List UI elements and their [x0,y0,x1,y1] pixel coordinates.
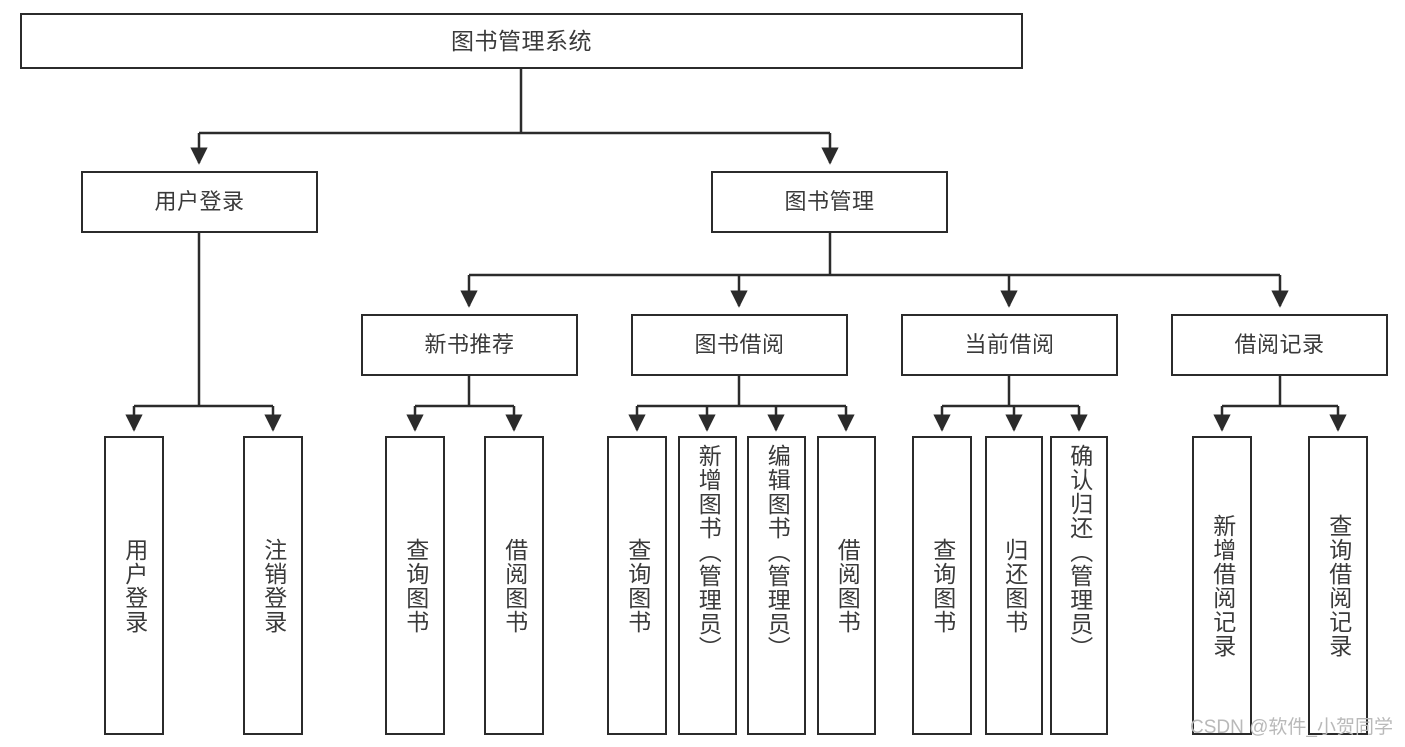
leaf-new-book-query-book[interactable]: 查询图书 [385,436,445,735]
node-label: 图书管理系统 [451,27,592,54]
node-label: 用户登录 [121,537,148,634]
node-label: 编辑图书（管理员） [764,444,791,660]
node-label: 查询借阅记录 [1325,513,1352,658]
node-label: 图书管理 [784,189,875,215]
leaf-book-borrow-borrow-book[interactable]: 借阅图书 [817,436,876,735]
leaf-book-borrow-add-book-admin[interactable]: 新增图书（管理员） [678,436,737,735]
node-label: 归还图书 [1001,537,1028,634]
leaf-new-book-borrow-book[interactable]: 借阅图书 [484,436,544,735]
node-current-borrow[interactable]: 当前借阅 [901,314,1118,376]
node-label: 借阅记录 [1234,332,1325,358]
node-new-book-recommend[interactable]: 新书推荐 [361,314,578,376]
node-label: 新增图书（管理员） [695,444,722,660]
leaf-current-borrow-query-book[interactable]: 查询图书 [912,436,972,735]
watermark-text: CSDN @软件_小贺同学 [1190,717,1393,738]
node-book-borrow[interactable]: 图书借阅 [631,314,848,376]
node-borrow-record[interactable]: 借阅记录 [1171,314,1388,376]
leaf-user-login-login[interactable]: 用户登录 [104,436,164,735]
node-label: 查询图书 [624,537,651,634]
leaf-current-borrow-return-book[interactable]: 归还图书 [985,436,1043,735]
leaf-borrow-record-add-record[interactable]: 新增借阅记录 [1192,436,1252,735]
node-label: 图书借阅 [694,332,785,358]
node-label: 借阅图书 [501,537,528,634]
node-root-book-management-system[interactable]: 图书管理系统 [20,13,1023,69]
node-book-management[interactable]: 图书管理 [711,171,948,233]
leaf-user-login-logout[interactable]: 注销登录 [243,436,303,735]
node-label: 新增借阅记录 [1209,513,1236,658]
leaf-current-borrow-confirm-return-admin[interactable]: 确认归还（管理员） [1050,436,1108,735]
node-label: 借阅图书 [834,537,861,634]
node-label: 新书推荐 [424,332,515,358]
leaf-borrow-record-query-record[interactable]: 查询借阅记录 [1308,436,1368,735]
leaf-book-borrow-edit-book-admin[interactable]: 编辑图书（管理员） [747,436,806,735]
node-label: 注销登录 [260,537,287,634]
leaf-book-borrow-query-book[interactable]: 查询图书 [607,436,667,735]
node-label: 确认归还（管理员） [1066,444,1093,660]
node-user-login[interactable]: 用户登录 [81,171,318,233]
node-label: 用户登录 [154,189,245,215]
node-label: 当前借阅 [964,332,1055,358]
node-label: 查询图书 [929,537,956,634]
node-label: 查询图书 [402,537,429,634]
